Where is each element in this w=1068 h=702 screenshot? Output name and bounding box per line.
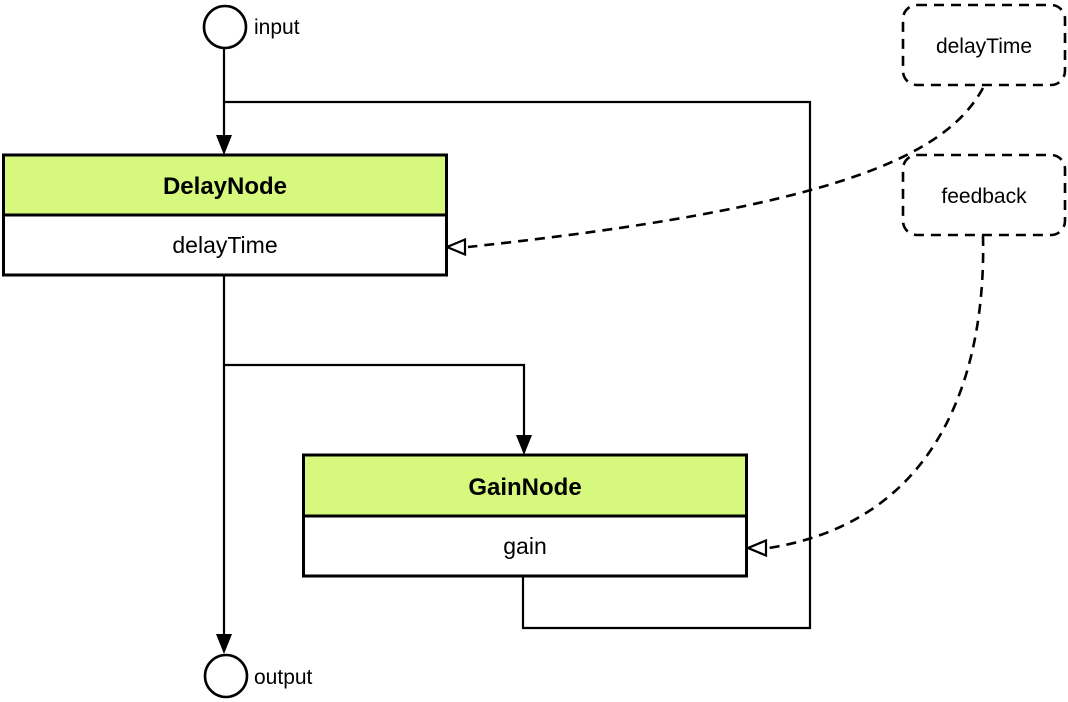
arrowhead-into-output [216, 634, 232, 654]
gainnode-param-gain: gain [503, 533, 546, 559]
input-terminal: input [202, 4, 300, 50]
open-arrowhead-gain [745, 538, 768, 558]
gainnode-header [302, 453, 748, 518]
edge-delaytime-param-curve [467, 87, 985, 249]
feedback-source-box [901, 153, 1067, 237]
gainnode-param-row [302, 514, 748, 578]
gainnode-title: GainNode [468, 474, 581, 501]
delaynode-title: DelayNode [163, 173, 287, 200]
node-gainnode: GainNode gain [302, 453, 748, 578]
param-source-feedback: feedback [901, 153, 1067, 237]
delaynode-header [2, 153, 448, 217]
edge-gainnode-feedback-loop [224, 100, 812, 630]
param-source-delaytime: delayTime [901, 3, 1067, 87]
open-arrowhead-delaytime [444, 237, 467, 257]
delaytime-source-label: delayTime [936, 35, 1032, 58]
input-circle [202, 4, 248, 50]
edge-delaynode-to-gainnode [224, 363, 526, 436]
input-label: input [254, 16, 300, 39]
delaynode-param-row [2, 213, 448, 277]
node-delaynode: DelayNode delayTime [2, 153, 448, 277]
output-label: output [254, 666, 313, 689]
delaynode-param-delaytime: delayTime [172, 232, 277, 258]
arrowhead-into-gainnode [516, 435, 532, 455]
delaytime-source-box [901, 3, 1067, 87]
feedback-source-label: feedback [941, 185, 1027, 208]
output-circle [203, 653, 249, 699]
output-terminal: output [203, 653, 313, 699]
arrowhead-into-delaynode [216, 135, 232, 155]
edge-feedback-param-curve [768, 235, 985, 550]
